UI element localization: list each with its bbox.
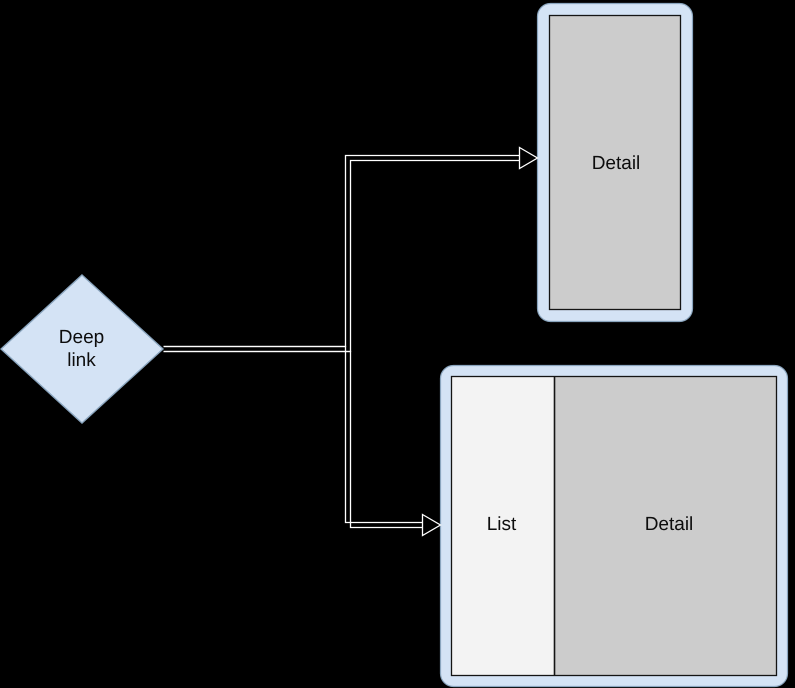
tablet-screen-outline [450,375,778,677]
edge-phone-arrowhead [518,146,539,170]
edge-tablet-outline-lower [163,350,423,529]
edge-phone-outline-lower [163,159,520,353]
edge-deep-link-to-tablet-list-detail[interactable] [163,345,442,537]
node-phone-detail[interactable] [536,2,694,323]
node-deep-link[interactable] [0,274,165,424]
node-tablet-list-detail[interactable] [439,364,789,688]
edge-tablet-outline-upper [163,345,423,524]
deep-link-diamond-shape[interactable] [0,274,165,424]
tablet-list-pane[interactable] [451,376,555,676]
edge-tablet-arrowhead [421,513,442,537]
phone-screen[interactable] [548,14,682,311]
tablet-detail-pane[interactable] [554,376,777,676]
edge-deep-link-to-phone-detail[interactable] [163,146,539,353]
edge-phone-outline-upper [163,154,520,348]
